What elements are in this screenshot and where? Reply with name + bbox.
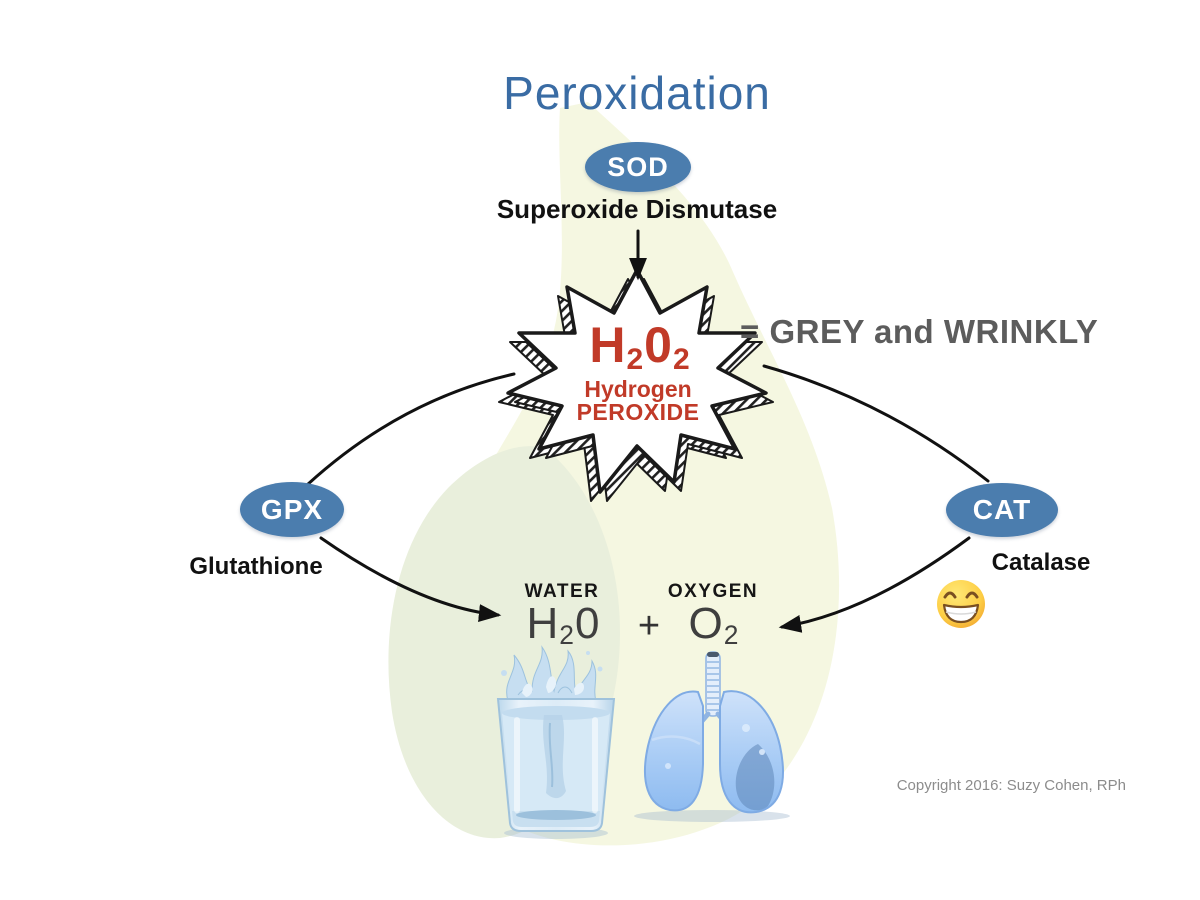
oxygen-formula: O2	[688, 599, 739, 650]
cat-caption: Catalase	[991, 549, 1091, 576]
gpx-to-water-arrow	[319, 536, 502, 622]
page-title: Peroxidation	[503, 67, 771, 119]
h2o2-starburst	[506, 268, 768, 494]
copyright-text: Copyright 2016: Suzy Cohen, RPh	[896, 777, 1126, 794]
h2o2-name-line2: PEROXIDE	[576, 399, 700, 425]
plus-sign: +	[637, 605, 661, 647]
h2o2-formula: H202	[589, 317, 690, 376]
gpx-badge: GPX	[240, 482, 344, 537]
water-label: WATER	[524, 581, 600, 602]
cat-to-oxygen-arrow	[778, 536, 971, 633]
sod-caption: Superoxide Dismutase	[496, 194, 778, 224]
oxygen-label: OXYGEN	[667, 581, 759, 602]
left-lung-lobe	[644, 690, 704, 812]
lungs-image	[634, 651, 790, 822]
right-lung-shadow	[735, 744, 775, 811]
sod-badge-label: SOD	[607, 151, 669, 182]
cat-badge: CAT	[946, 483, 1058, 537]
gpx-caption: Glutathione	[189, 553, 323, 580]
h2o2-to-gpx-curve	[305, 372, 516, 487]
gpx-badge-label: GPX	[260, 493, 324, 525]
h2o2-to-cat-curve	[762, 364, 990, 483]
grey-and-wrinkly-note: = GREY and WRINKLY	[740, 313, 1099, 350]
water-glass-splash-image	[496, 645, 616, 839]
h2o2-name-line1: Hydrogen	[584, 376, 692, 402]
grinning-face-emoji-icon	[937, 580, 985, 628]
water-formula: H20	[526, 599, 600, 650]
sod-badge: SOD	[585, 142, 691, 192]
cat-badge-label: CAT	[972, 494, 1032, 525]
